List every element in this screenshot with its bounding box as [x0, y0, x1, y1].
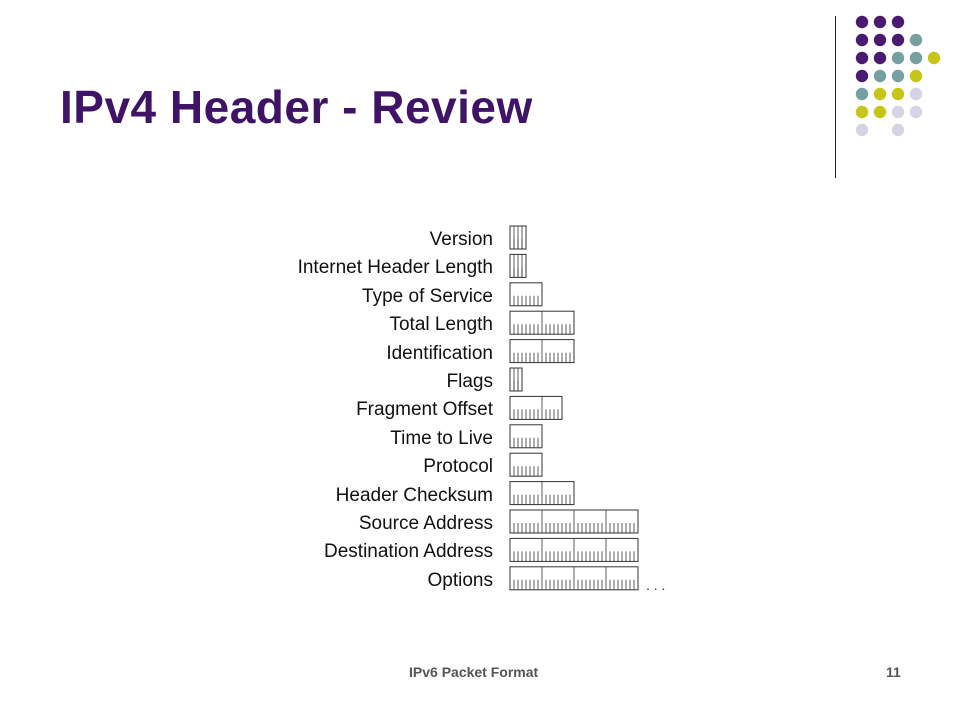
decorative-dot [855, 87, 869, 101]
footer-title: IPv6 Packet Format [409, 664, 539, 680]
decorative-dot [909, 33, 923, 47]
decorative-dot [855, 123, 869, 137]
field-label: Internet Header Length [297, 257, 493, 279]
field-label: Protocol [423, 456, 493, 478]
decorative-dot [927, 51, 941, 65]
field-bits [509, 452, 543, 477]
field-label: Destination Address [324, 541, 493, 563]
field-bits [509, 509, 639, 534]
field-bits [509, 367, 523, 392]
field-bits [509, 253, 527, 278]
decorative-dot [873, 105, 887, 119]
field-bits [509, 566, 639, 591]
decorative-dot [855, 51, 869, 65]
decorative-dot [891, 105, 905, 119]
field-bits [509, 225, 527, 250]
decorative-dot [891, 87, 905, 101]
decorative-dot [873, 15, 887, 29]
decorative-dot [855, 33, 869, 47]
field-label: Total Length [389, 314, 493, 336]
decorative-dot [873, 69, 887, 83]
decorative-dot [873, 33, 887, 47]
slide-title: IPv4 Header - Review [60, 81, 533, 133]
field-bits [509, 424, 543, 449]
field-bits [509, 282, 543, 307]
decorative-dot [891, 15, 905, 29]
field-label: Version [429, 229, 493, 250]
field-label: Header Checksum [335, 484, 493, 506]
decorative-dot [855, 69, 869, 83]
decorative-dot [873, 87, 887, 101]
decorative-dot [891, 51, 905, 65]
decorative-dot [909, 51, 923, 65]
field-bits [509, 310, 575, 335]
field-bits [509, 339, 575, 364]
decorative-dot [891, 123, 905, 137]
decorative-dot [909, 87, 923, 101]
vertical-divider [835, 16, 836, 178]
decorative-dot [909, 69, 923, 83]
field-bits [509, 537, 639, 562]
field-label: Time to Live [390, 427, 493, 449]
decorative-dot [855, 15, 869, 29]
field-label: Flags [446, 371, 493, 392]
decorative-dot [855, 105, 869, 119]
decorative-dot [891, 33, 905, 47]
decorative-dot [873, 51, 887, 65]
decorative-dot [891, 69, 905, 83]
page-number: 11 [886, 664, 901, 680]
field-label: Identification [386, 342, 493, 364]
continuation-marker: . . . [646, 577, 665, 593]
field-bits [509, 395, 563, 420]
decorative-dot [909, 105, 923, 119]
field-label: Type of Service [362, 285, 493, 307]
field-bits [509, 481, 575, 506]
field-label: Options [427, 569, 493, 591]
field-label: Source Address [358, 513, 493, 534]
field-label: Fragment Offset [356, 399, 493, 421]
